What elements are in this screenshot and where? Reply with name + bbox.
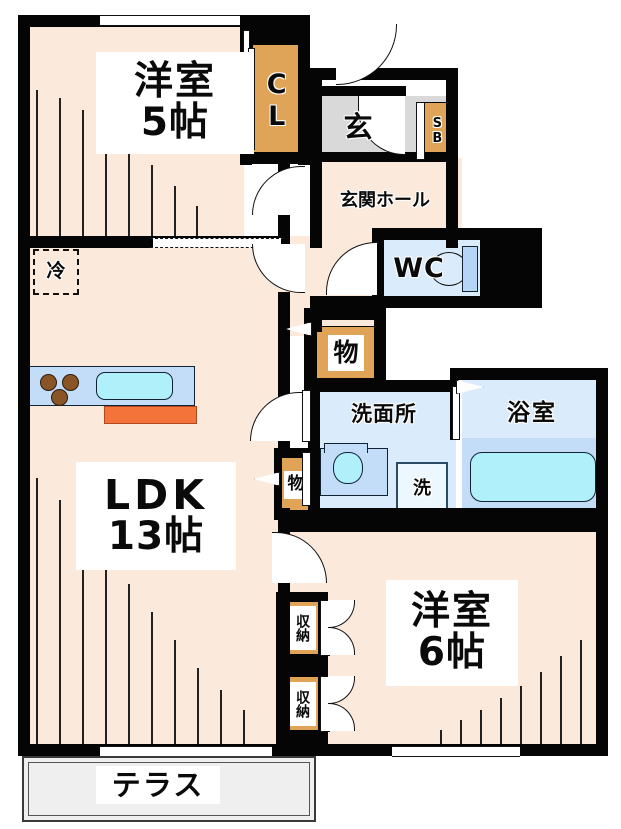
wall-storage-upper-right bbox=[374, 308, 386, 390]
stove-front-accent bbox=[104, 406, 197, 424]
light-ray bbox=[520, 686, 522, 746]
wall-storage-upper-top bbox=[304, 308, 386, 320]
window-bedroom-south-bottom bbox=[392, 746, 520, 757]
bedroom-north-label: 洋室 5帖 bbox=[96, 52, 254, 154]
storage-upper: 物 bbox=[316, 326, 376, 380]
wall-storage-closet-bottom bbox=[276, 730, 328, 744]
bedroom-north-name: 洋室 bbox=[133, 59, 216, 105]
bedroom-south-size: 6帖 bbox=[417, 630, 487, 675]
light-ray bbox=[197, 668, 199, 746]
light-ray bbox=[220, 690, 222, 746]
wall-wc-bottom bbox=[316, 296, 542, 308]
toilet-tank bbox=[462, 246, 478, 292]
wall-bath-bottom bbox=[450, 508, 608, 520]
kitchen-sink bbox=[96, 372, 173, 400]
terrace-inner-border bbox=[28, 762, 310, 816]
light-ray bbox=[243, 710, 245, 746]
exterior-wall-bath-right bbox=[596, 368, 608, 520]
bathroom-label: 浴室 bbox=[507, 399, 557, 426]
wall-storage-closet-divider-2 bbox=[276, 654, 328, 676]
storage-upper-label: 物 bbox=[328, 335, 364, 371]
washbasin-bowl bbox=[333, 452, 363, 484]
light-ray bbox=[105, 122, 107, 238]
refrigerator-label: 冷 bbox=[46, 260, 66, 283]
bedroom-north-size: 5帖 bbox=[140, 100, 210, 145]
window-north-bedroom bbox=[100, 15, 240, 26]
light-ray bbox=[560, 656, 562, 746]
light-ray bbox=[151, 612, 153, 746]
closet-cl-label: CL bbox=[253, 43, 299, 159]
wall-storage-lower-top bbox=[274, 448, 318, 458]
light-ray bbox=[82, 110, 84, 238]
light-ray bbox=[36, 90, 38, 238]
wall-wc-right-block bbox=[480, 228, 542, 308]
closet-cl-text: CL bbox=[261, 69, 293, 133]
light-ray bbox=[151, 165, 153, 238]
stove-burner-1 bbox=[40, 374, 57, 391]
wall-genkan-door-head bbox=[316, 86, 406, 96]
wall-cl-bottom bbox=[240, 152, 310, 164]
bathtub bbox=[470, 452, 596, 502]
storage-closet-1-label: 収納 bbox=[288, 606, 316, 650]
exterior-wall-left bbox=[18, 15, 30, 755]
stove-burner-3 bbox=[51, 389, 68, 406]
wall-entrance-tile-bottom bbox=[316, 152, 458, 162]
washroom-label: 洗面所 bbox=[351, 401, 417, 426]
light-ray bbox=[480, 710, 482, 746]
light-ray bbox=[105, 556, 107, 746]
washroom-door-leaf bbox=[302, 390, 311, 442]
wall-ldk-east-mid bbox=[278, 292, 290, 352]
light-ray bbox=[580, 640, 582, 746]
wall-storage-lower-bottom bbox=[274, 510, 318, 520]
refrigerator-marker: 冷 bbox=[33, 249, 79, 295]
light-ray bbox=[500, 698, 502, 746]
light-ray bbox=[59, 98, 61, 238]
light-ray bbox=[174, 186, 176, 238]
window-bedroom-ldk-sliding bbox=[150, 238, 284, 248]
bathroom-floor-upper bbox=[462, 380, 602, 438]
toilet-label: WC bbox=[393, 252, 445, 284]
light-ray bbox=[82, 528, 84, 746]
ldk-size: 13帖 bbox=[107, 514, 205, 560]
sb-door-leaf bbox=[416, 102, 425, 160]
storage-closet-2-label: 収納 bbox=[288, 682, 316, 726]
light-ray bbox=[440, 730, 442, 746]
light-ray bbox=[128, 142, 130, 238]
ldk-label: LDK 13帖 bbox=[76, 462, 236, 570]
light-ray bbox=[196, 206, 198, 238]
wall-cl-right bbox=[298, 15, 310, 165]
light-ray bbox=[128, 584, 130, 746]
wall-bedroom-south-top bbox=[278, 520, 608, 532]
exterior-wall-bedroom-south-right bbox=[596, 520, 608, 756]
light-ray bbox=[174, 640, 176, 746]
entrance-label: 玄 bbox=[343, 109, 373, 144]
bath-door-leaf bbox=[452, 386, 460, 440]
washing-machine-label: 洗 bbox=[413, 477, 431, 499]
wall-washroom-top bbox=[314, 380, 458, 392]
washroom-door-leaf-2 bbox=[302, 452, 311, 506]
wall-ldk-east-lower bbox=[278, 352, 290, 400]
wall-washroom-bottom bbox=[308, 508, 458, 520]
bedroom-south-name: 洋室 bbox=[410, 589, 493, 635]
light-ray bbox=[59, 500, 61, 746]
light-ray bbox=[460, 720, 462, 746]
stove-burner-2 bbox=[62, 374, 79, 391]
wall-bath-top bbox=[450, 368, 608, 380]
wall-storage-closet-divider bbox=[276, 592, 328, 602]
closet-sb-text: SB bbox=[429, 116, 445, 146]
terrace-label: テラス bbox=[96, 766, 220, 804]
door-swing-icon bbox=[252, 166, 305, 215]
closet-cl: CL bbox=[252, 42, 300, 160]
ldk-name: LDK bbox=[104, 471, 208, 519]
light-ray bbox=[540, 672, 542, 746]
closet-sb-label: SB bbox=[425, 103, 449, 159]
light-ray bbox=[36, 478, 38, 746]
wall-corridor-east bbox=[310, 164, 322, 248]
wall-storage-lower-right bbox=[308, 448, 318, 520]
entrance-hall-label: 玄関ホール bbox=[340, 189, 430, 211]
bedroom-south-label: 洋室 6帖 bbox=[386, 580, 518, 686]
washbasin-counter-step bbox=[324, 443, 368, 453]
